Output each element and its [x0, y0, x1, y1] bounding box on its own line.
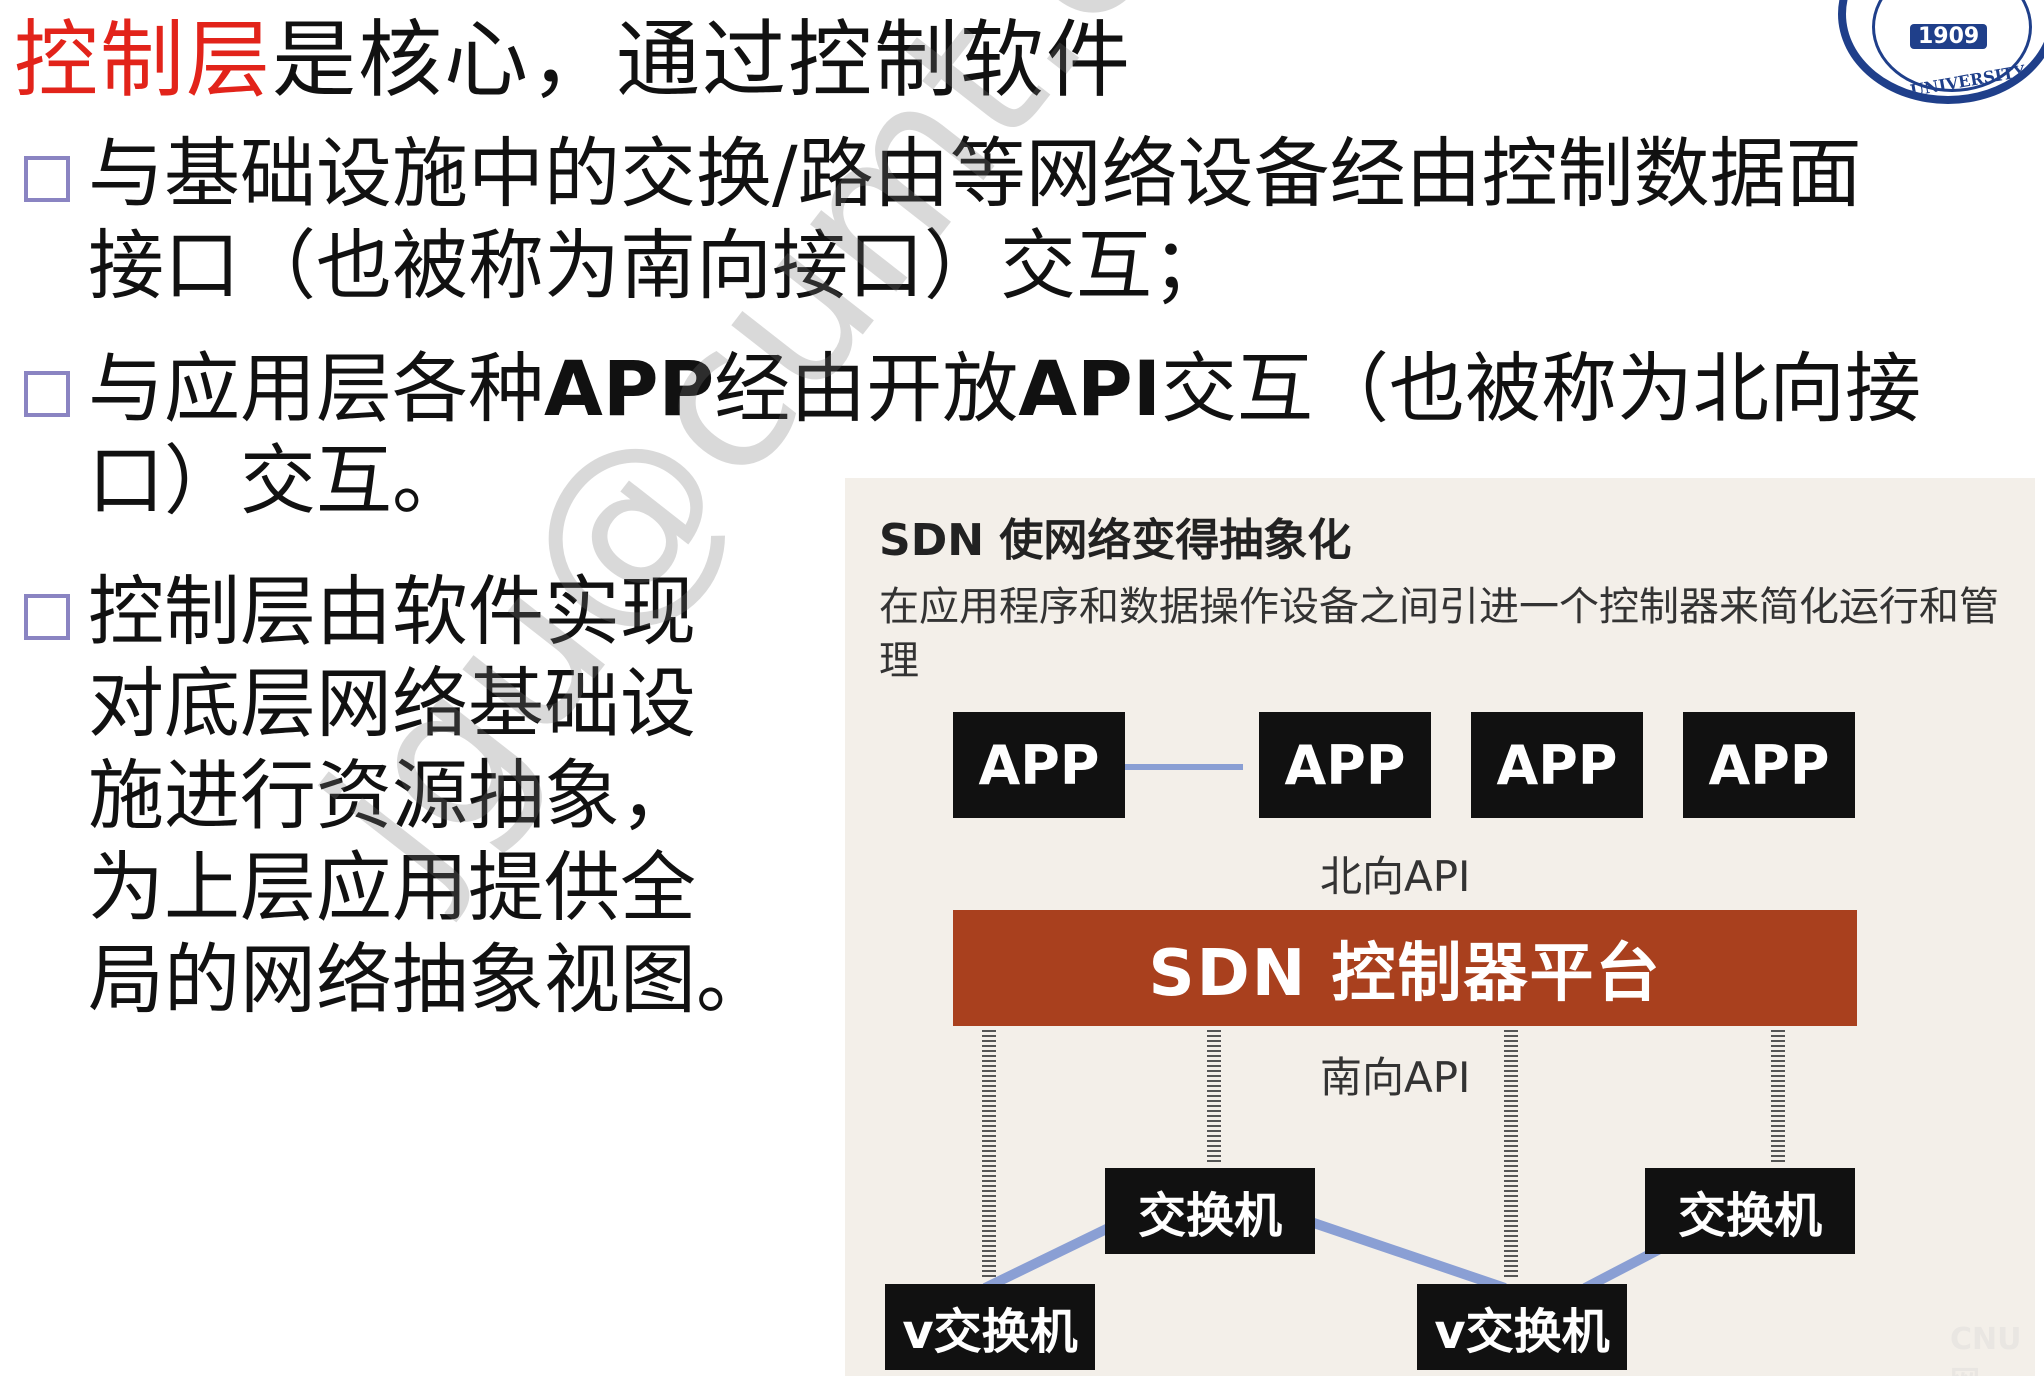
university-seal-logo: 1909 NA UNIVERSITY OF MINING & TE — [1838, 0, 2044, 104]
vswitch-box-2: v交换机 — [1417, 1284, 1627, 1370]
switch-box-2: 交换机 — [1645, 1168, 1855, 1254]
link-vswitch1-switch1 — [982, 1215, 1128, 1293]
dotted-connector-3 — [1504, 1030, 1518, 1280]
sdn-controller-platform: SDN 控制器平台 — [953, 910, 1857, 1026]
square-bullet-icon — [24, 594, 70, 640]
vswitch-box-1: v交换机 — [885, 1284, 1095, 1370]
app-box-3: APP — [1471, 712, 1643, 818]
bullet-2-text: 与应用层各种APP经由开放API交互（也被称为北向接 口）交互。 — [88, 343, 1921, 527]
north-api-label: 北向API — [1320, 852, 1471, 901]
figure-title: SDN 使网络变得抽象化 — [879, 515, 1352, 566]
slide-title: 控制层是核心，通过控制软件 — [14, 10, 1132, 110]
square-bullet-icon — [24, 371, 70, 417]
switch-box-1: 交换机 — [1105, 1168, 1315, 1254]
bullet-2-api: API — [1018, 344, 1162, 433]
link-switch1-vswitch2 — [1303, 1215, 1507, 1293]
figure-subtitle: 在应用程序和数据操作设备之间引进一个控制器来简化运行和管理 — [879, 584, 1999, 684]
app-link-line — [1119, 764, 1243, 770]
bullet-2-app: APP — [544, 344, 715, 433]
bullet-2-part-1: 与应用层各种 — [88, 344, 544, 433]
dotted-connector-4 — [1771, 1030, 1785, 1164]
app-box-4: APP — [1683, 712, 1855, 818]
slide-title-rest: 是核心，通过控制软件 — [272, 11, 1133, 109]
corner-watermark: CNU网 — [1950, 1322, 2022, 1376]
sdn-figure: SDN 使网络变得抽象化 在应用程序和数据操作设备之间引进一个控制器来简化运行和… — [845, 478, 2035, 1376]
seal-year: 1909 — [1910, 24, 1988, 49]
dotted-connector-2 — [1207, 1030, 1221, 1164]
app-box-1: APP — [953, 712, 1125, 818]
south-api-label: 南向API — [1320, 1053, 1471, 1102]
dotted-connector-1 — [982, 1030, 996, 1280]
slide-title-highlight: 控制层 — [14, 11, 273, 109]
switch-links — [982, 1215, 1684, 1293]
bullet-2-part-3: 交互（也被称为北向接 口）交互。 — [88, 344, 1922, 525]
bullet-3-text: 控制层由软件实现 对底层网络基础设 施进行资源抽象， 为上层应用提供全 局的网络… — [88, 567, 772, 1024]
bullet-2-part-2: 经由开放 — [714, 344, 1019, 433]
square-bullet-icon — [24, 156, 70, 202]
bullet-1-text: 与基础设施中的交换/路由等网络设备经由控制数据面 接口（也被称为南向接口）交互； — [88, 129, 1862, 310]
app-box-2: APP — [1259, 712, 1431, 818]
